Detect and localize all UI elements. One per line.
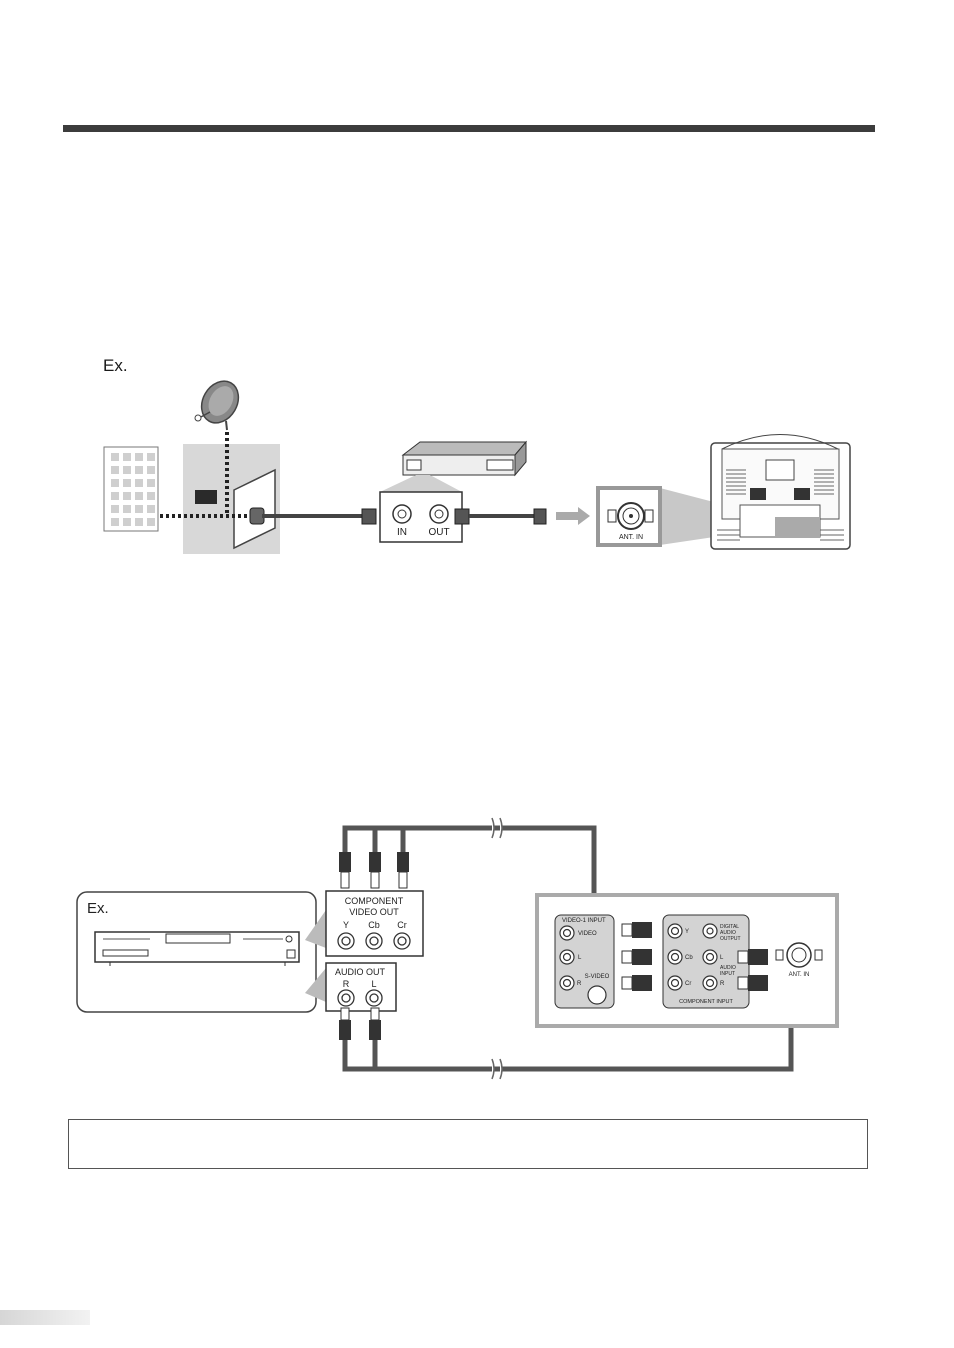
jack-cb-label: Cb — [368, 920, 380, 930]
audio-plugs-icon — [339, 1008, 381, 1040]
panel-cr-label: Cr — [685, 981, 691, 987]
out-jack-icon — [430, 505, 448, 523]
component-jacks-icon — [338, 933, 410, 949]
panel-cb-label: Cb — [685, 955, 693, 961]
s-video-label: S-VIDEO — [585, 974, 610, 980]
component-out-title-1: COMPONENT — [345, 896, 404, 906]
component-connection-diagram: Ex. COMPONENT VIDEO OUT Y Cb Cr AUDIO OU… — [0, 800, 954, 1100]
top-rule — [63, 125, 875, 132]
antenna-connection-diagram: IN OUT ANT. IN — [0, 370, 954, 570]
dvd-player-icon — [95, 932, 299, 966]
arrow-icon — [556, 507, 590, 525]
wall-label-box — [195, 490, 217, 504]
zoom-wedge — [380, 475, 462, 492]
satellite-dish-icon — [194, 374, 245, 430]
in-jack-icon — [393, 505, 411, 523]
cable-box-rear-panel — [380, 492, 462, 542]
coax-plug-icon — [534, 509, 546, 524]
audio-r-label: R — [720, 981, 725, 987]
wall-connector-icon — [250, 508, 264, 524]
jack-r-label: R — [343, 979, 350, 989]
cable-break-icon — [492, 818, 502, 1079]
video-label: VIDEO — [578, 931, 597, 937]
note-box — [68, 1119, 868, 1169]
panel-y-label: Y — [685, 929, 689, 935]
digital-audio-label-3: OUTPUT — [720, 936, 741, 942]
component-input-label: COMPONENT INPUT — [679, 999, 733, 1005]
out-label: OUT — [428, 527, 449, 538]
panel-r-label: R — [577, 981, 582, 987]
audio-input-label-2: INPUT — [720, 971, 735, 977]
component-out-title-2: VIDEO OUT — [349, 907, 399, 917]
apartment-building-icon — [104, 447, 158, 531]
video1-input-label: VIDEO-1 INPUT — [562, 918, 606, 924]
component-plugs-icon — [339, 852, 409, 888]
jack-cr-label: Cr — [397, 920, 407, 930]
coax-plug-icon — [455, 509, 469, 524]
tv-ant-in-label: ANT. IN — [619, 534, 643, 541]
example-label-2: Ex. — [87, 900, 109, 917]
in-label: IN — [397, 527, 407, 538]
tv-rear-icon — [711, 435, 850, 550]
cable-box-icon — [403, 442, 526, 475]
audio-out-title: AUDIO OUT — [335, 967, 386, 977]
jack-l-label: L — [371, 979, 376, 989]
jack-y-label: Y — [343, 920, 349, 930]
page-tab — [0, 1310, 90, 1325]
coax-plug-icon — [362, 509, 376, 524]
panel-ant-in-label: ANT. IN — [789, 972, 810, 978]
